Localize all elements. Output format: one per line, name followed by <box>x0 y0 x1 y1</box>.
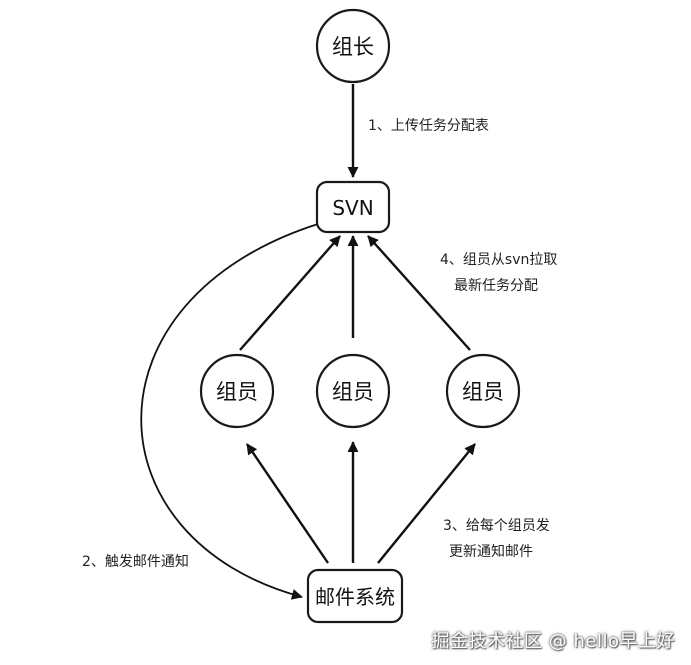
edge-label-step1: 1、上传任务分配表 <box>368 118 489 134</box>
edge-label-step3-line1: 3、给每个组员发 <box>443 518 550 534</box>
node-svn-label: SVN <box>332 196 373 220</box>
node-member-right-label: 组员 <box>462 380 504 404</box>
edge-svn-to-mail <box>140 223 319 600</box>
node-mail-system: 邮件系统 <box>306 568 404 624</box>
edge-label-step2: 2、触发邮件通知 <box>82 553 189 570</box>
edge-labels: 1、上传任务分配表 2、触发邮件通知 3、给每个组员发 更新通知邮件 4、组员从… <box>82 118 557 570</box>
edges <box>140 84 476 600</box>
node-member-center-label: 组员 <box>332 380 374 404</box>
edge-mail-to-member-right <box>377 443 476 564</box>
node-member-left-label: 组员 <box>216 380 258 404</box>
node-mail-system-label: 邮件系统 <box>315 585 395 609</box>
edge-member-left-to-svn <box>239 235 341 351</box>
edge-label-step4-line1: 4、组员从svn拉取 <box>440 252 557 268</box>
node-leader: 组长 <box>315 8 391 84</box>
edge-member-right-to-svn <box>367 235 471 351</box>
watermark: 掘金技术社区 @ hello早上好 <box>431 631 675 652</box>
node-svn: SVN <box>315 180 391 234</box>
edge-mail-to-member-left <box>246 443 329 564</box>
edge-label-step3-line2: 更新通知邮件 <box>449 543 533 560</box>
node-member-left: 组员 <box>199 353 275 429</box>
node-member-right: 组员 <box>445 353 521 429</box>
node-member-center: 组员 <box>315 353 391 429</box>
edge-label-step4-line2: 最新任务分配 <box>454 278 538 294</box>
node-leader-label: 组长 <box>332 35 374 59</box>
